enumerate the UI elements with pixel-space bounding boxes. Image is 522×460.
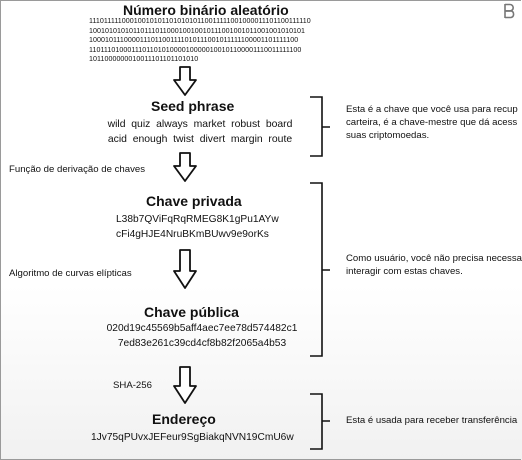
seed-phrase-title: Seed phrase: [151, 98, 235, 114]
keys-bracket: [310, 182, 330, 357]
brand-logo-icon: [504, 3, 515, 19]
flow-arrow-2: [173, 152, 197, 182]
flow-arrow-4: [173, 366, 197, 404]
address-bracket: [310, 393, 330, 450]
public-key-title: Chave pública: [144, 304, 239, 320]
keys-note: Como usuário, você não precisa necessa i…: [346, 253, 522, 277]
step-key-derivation: Função de derivação de chaves: [9, 164, 145, 175]
step-elliptic-curve: Algoritmo de curvas elípticas: [9, 268, 132, 279]
private-key-title: Chave privada: [146, 193, 242, 209]
private-key-value: L38b7QViFqRqRMEG8K1gPu1AYw cFi4gHJE4NruB…: [116, 214, 279, 240]
flow-arrow-3: [173, 249, 197, 289]
address-value: 1Jv75qPUvxJEFeur9SgBiakqNVN19CmU6w: [91, 432, 294, 443]
address-title: Endereço: [152, 411, 216, 427]
seed-phrase-note: Esta é a chave que você usa para recup c…: [346, 104, 518, 141]
seed-phrase-bracket: [310, 96, 330, 157]
public-key-value: 020d19c45569b5aff4aec7ee78d574482c1 7ed8…: [106, 323, 298, 349]
flow-arrow-1: [173, 66, 197, 96]
address-note: Esta é usada para receber transferência: [346, 415, 518, 426]
seed-phrase-words: wild quiz always market robust board aci…: [107, 119, 293, 145]
step-sha256: SHA-256: [113, 380, 152, 391]
random-binary-title: Número binário aleatório: [123, 2, 289, 18]
random-binary-bits: 1110111110001001010110101010110011111001…: [89, 17, 311, 64]
